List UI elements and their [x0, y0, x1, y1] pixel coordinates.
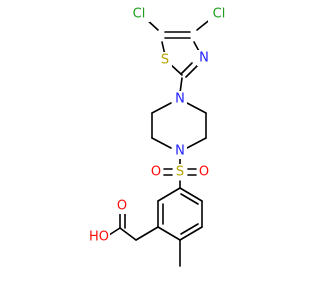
oxygen-atom-label: O	[117, 199, 127, 214]
oxygen-atom-label: O	[199, 165, 209, 180]
bond	[179, 77, 183, 94]
bond	[108, 227, 121, 236]
molecule-diagram: Cl Cl S N N N S O O O HO	[88, 6, 230, 267]
nitrogen-atom-label: N	[175, 144, 185, 159]
bond	[186, 102, 207, 114]
chlorine-atom-label: Cl	[213, 7, 226, 22]
bond	[179, 187, 203, 202]
bond	[186, 137, 207, 149]
bond	[157, 226, 181, 241]
sulfur-atom-label: S	[161, 53, 169, 68]
bond	[180, 193, 199, 205]
bond	[135, 226, 159, 241]
sulfur-atom-label: S	[176, 165, 184, 180]
bond	[151, 102, 172, 114]
bond	[157, 187, 181, 202]
oxygen-atom-label: O	[151, 165, 161, 180]
nitrogen-atom-label: N	[175, 92, 185, 107]
nitrogen-atom-label: N	[199, 51, 209, 66]
bond	[179, 226, 203, 241]
bond	[119, 227, 137, 241]
hydroxyl-group-label: HO	[89, 230, 109, 245]
chlorine-atom-label: Cl	[133, 7, 146, 22]
atom-labels: Cl Cl S N N N S O O O HO	[88, 6, 230, 245]
bond	[180, 62, 193, 75]
bond	[151, 137, 172, 149]
bond	[185, 64, 199, 78]
bond	[180, 223, 199, 235]
